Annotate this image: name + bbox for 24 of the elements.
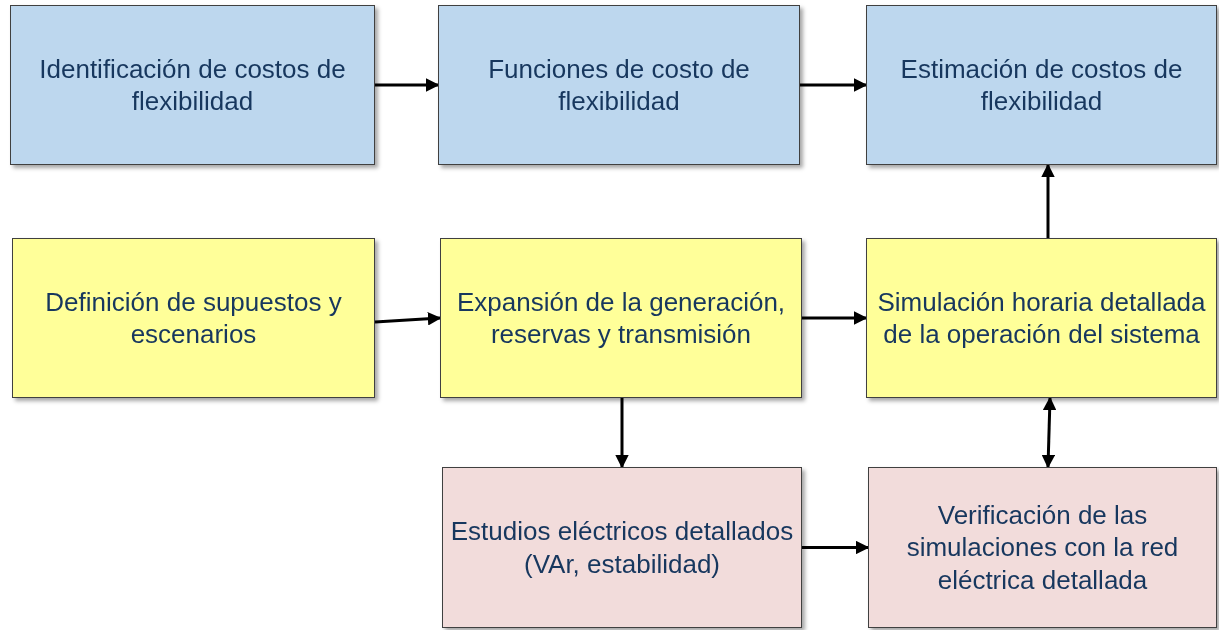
box-label: Estudios eléctricos detallados (VAr, estabilidad) [449,515,795,580]
process-box [440,238,802,398]
arrow [800,78,868,92]
process-box [866,5,1217,165]
box-label: Estimación de costos de flexibilidad [899,52,1184,118]
box-label: Identificación de costos de flexibilidad [38,52,347,118]
box-label: Verificación de las simulaciones con la red eléctrica detallada [905,498,1180,597]
arrow [1041,396,1057,469]
arrow [615,398,629,469]
process-box [868,467,1217,628]
box-label: Expansión de la generación, reservas y transmisión [455,285,787,351]
process-box [12,238,375,398]
box-label: Funciones de costo de flexibilidad [487,52,751,118]
arrow [1041,163,1055,238]
arrow [802,311,868,325]
arrow [802,540,870,555]
process-box [442,467,802,628]
box-label: Simulación horaria detallada de la operación del sistema [876,285,1207,351]
process-box [10,5,375,165]
arrow [374,312,442,326]
arrow [375,78,440,92]
process-box [866,238,1217,398]
process-box [438,5,800,165]
box-label: Definición de supuestos y escenarios [44,285,343,351]
